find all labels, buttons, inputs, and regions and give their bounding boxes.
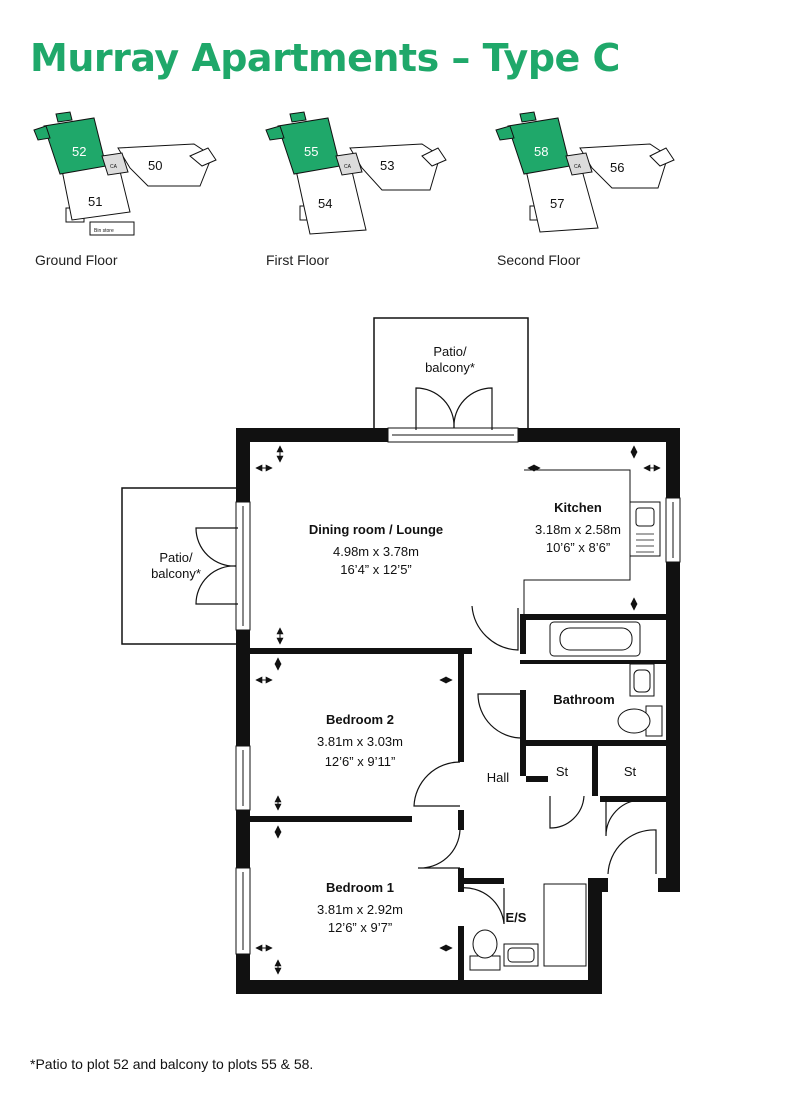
svg-text:12’6” x 9’7”: 12’6” x 9’7” (328, 920, 392, 935)
svg-text:57: 57 (550, 196, 564, 211)
dining-room-label: Dining room / Lounge (309, 522, 443, 537)
bedroom1-label: Bedroom 1 (326, 880, 394, 895)
patio-left (121, 487, 239, 645)
svg-text:56: 56 (610, 160, 624, 175)
svg-text:3.81m x 3.03m: 3.81m x 3.03m (317, 734, 403, 749)
bathroom-label: Bathroom (553, 692, 614, 707)
svg-text:16’4” x 12’5”: 16’4” x 12’5” (340, 562, 412, 577)
store1-label: St (556, 764, 569, 779)
svg-text:balcony*: balcony* (151, 566, 201, 581)
keyplan-first-floor-label: First Floor (266, 252, 329, 268)
ensuite-shower (543, 883, 587, 967)
keyplan-common-area (565, 152, 593, 176)
patio-top-label: Patio/ (433, 344, 467, 359)
svg-text:54: 54 (318, 196, 332, 211)
svg-text:CA: CA (344, 164, 352, 170)
svg-text:12’6” x 9’11”: 12’6” x 9’11” (325, 754, 396, 769)
keyplan-highlight-label: 52 (72, 144, 86, 159)
svg-text:50: 50 (148, 158, 162, 173)
patio-left-label: Patio/ (159, 550, 193, 565)
keyplan-ground-floor-label: Ground Floor (35, 252, 118, 268)
svg-text:53: 53 (380, 158, 394, 173)
svg-text:CA: CA (110, 164, 118, 170)
hall-label: Hall (487, 770, 510, 785)
svg-text:51: 51 (88, 194, 102, 209)
ensuite-label: E/S (506, 910, 527, 925)
bedroom2-label: Bedroom 2 (326, 712, 394, 727)
footnote: *Patio to plot 52 and balcony to plots 5… (30, 1056, 314, 1072)
keyplan-highlight-label: 58 (534, 144, 548, 159)
interior-walls (250, 614, 666, 986)
keyplan-bin-store (89, 221, 135, 236)
patio-top (373, 317, 529, 433)
fixtures (469, 501, 663, 971)
keyplan-unit-right-balcony (189, 147, 217, 167)
keyplan-ground-floor: 52 50 51 CA Bin store (33, 111, 217, 236)
page-title: Murray Apartments – Type C (30, 36, 620, 80)
keyplan-common-area (101, 152, 129, 176)
keyplan-unit-right (117, 143, 213, 187)
dimension-arrows (255, 445, 661, 975)
svg-text:Bin store: Bin store (94, 228, 114, 234)
keyplan-second-floor: 58 56 57 CA (495, 111, 675, 233)
kitchen-counter-outline (523, 469, 631, 614)
svg-text:10’6” x 8’6”: 10’6” x 8’6” (546, 540, 610, 555)
store2-label: St (624, 764, 637, 779)
keyplan-second-floor-label: Second Floor (497, 252, 581, 268)
exterior-walls (236, 428, 680, 994)
svg-text:balcony*: balcony* (425, 360, 475, 375)
svg-text:CA: CA (574, 164, 582, 170)
keyplan-common-area (335, 152, 363, 176)
keyplan-highlight-label: 55 (304, 144, 318, 159)
svg-text:3.81m x 2.92m: 3.81m x 2.92m (317, 902, 403, 917)
kitchen-label: Kitchen (554, 500, 602, 515)
door-swings (195, 387, 657, 925)
room-labels: Patio/ balcony* Patio/ balcony* Dining r… (151, 344, 636, 935)
svg-text:3.18m x 2.58m: 3.18m x 2.58m (535, 522, 621, 537)
svg-text:4.98m x 3.78m: 4.98m x 3.78m (333, 544, 419, 559)
keyplan-first-floor: 55 53 54 CA (265, 111, 447, 235)
